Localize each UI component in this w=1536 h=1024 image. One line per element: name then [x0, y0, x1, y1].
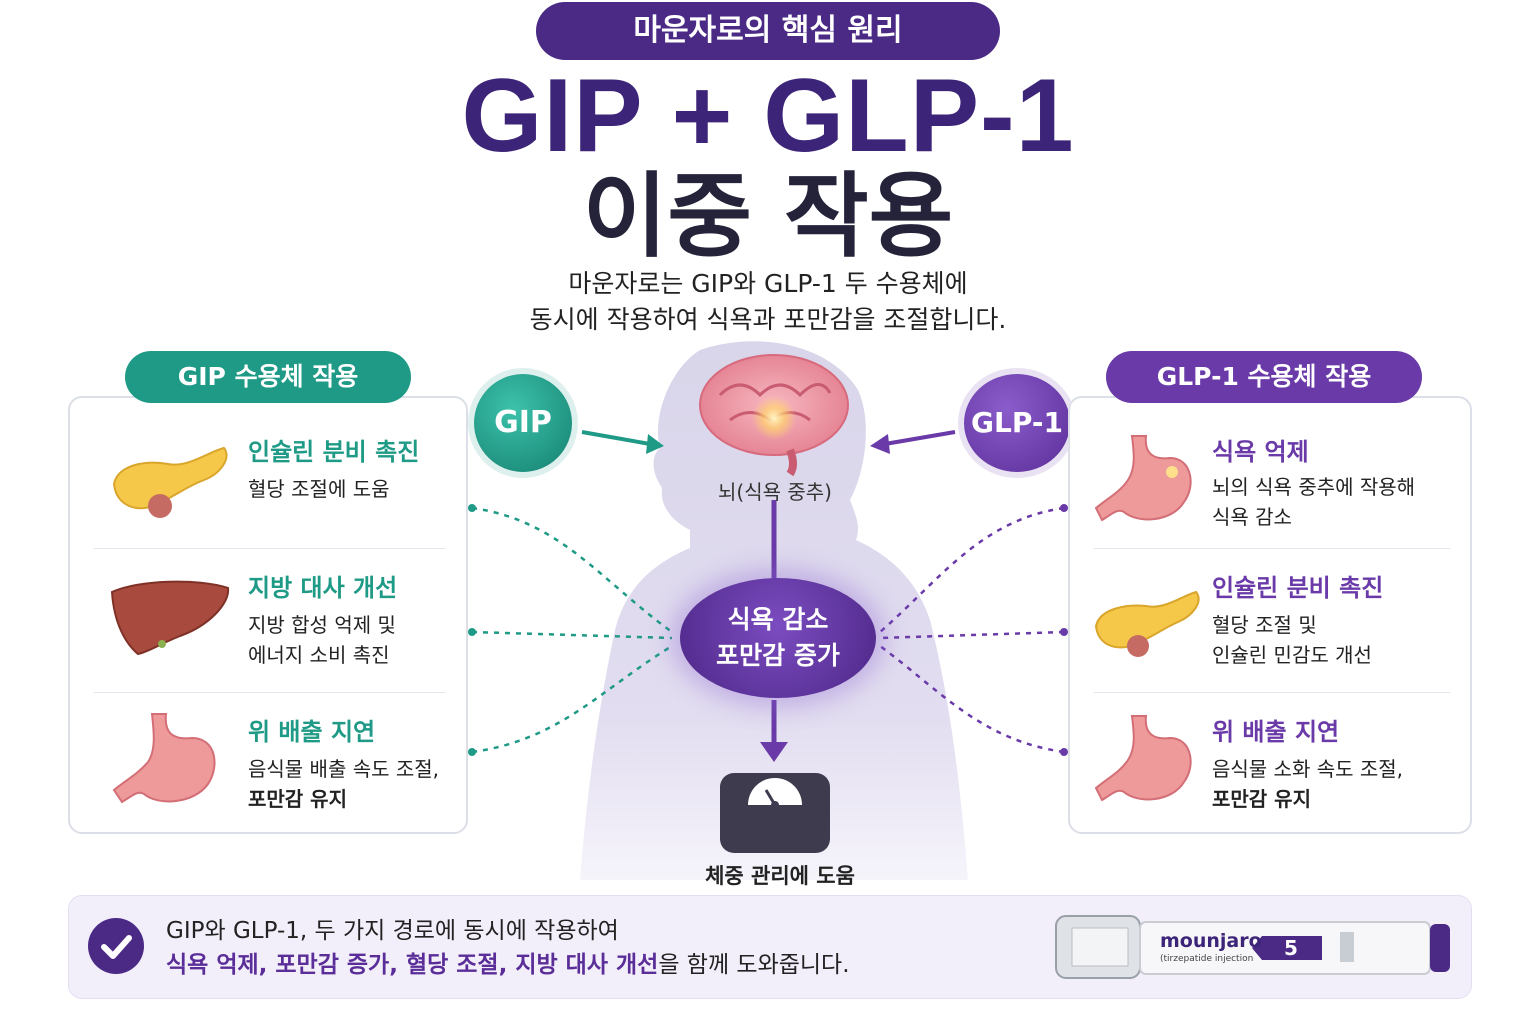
pen-subtitle: (tirzepatide injection	[1160, 954, 1254, 964]
gip-panel-title: GIP 수용체 작용	[125, 351, 411, 403]
glp1-panel: 식욕 억제 뇌의 식욕 중추에 작용해 식욕 감소 인슐린 분비 촉진 혈당 조…	[1068, 396, 1472, 834]
gip-item2-text2: 에너지 소비 촉진	[248, 643, 390, 667]
gip-item2-text1: 지방 합성 억제 및	[248, 613, 396, 637]
gip-item1-text: 혈당 조절에 도움	[248, 477, 390, 501]
hub-line2: 포만감 증가	[716, 641, 840, 670]
pen-dose: 5	[1284, 936, 1298, 960]
effect-hub: 식욕 감소 포만감 증가	[680, 578, 876, 698]
glp-item3-text1: 음식물 소화 속도 조절,	[1212, 757, 1404, 781]
pen-brand: mounjaro	[1160, 930, 1262, 952]
page-title-line2: 이중 작용	[582, 163, 954, 270]
glp-item1-heading: 식욕 억제	[1212, 438, 1309, 466]
glp1-panel-title: GLP-1 수용체 작용	[1106, 351, 1422, 403]
scale-icon	[720, 773, 830, 853]
injection-pen-image: mounjaro (tirzepatide injection 5	[1052, 906, 1456, 990]
scale-label: 체중 관리에 도움	[705, 864, 855, 888]
glp-item2-text1: 혈당 조절 및	[1212, 613, 1317, 637]
glp-item3-text2: 포만감 유지	[1212, 787, 1311, 811]
subtitle-line1: 마운자로는 GIP와 GLP-1 두 수용체에	[568, 269, 968, 298]
gip-item3-text1: 음식물 배출 속도 조절,	[248, 757, 440, 781]
stomach-icon	[1092, 712, 1202, 812]
gip-item3-heading: 위 배출 지연	[248, 718, 376, 746]
glp-item1-text1: 뇌의 식욕 중추에 작용해	[1212, 475, 1416, 499]
stomach-icon	[108, 710, 232, 814]
glp-item2-text2: 인슐린 민감도 개선	[1212, 643, 1372, 667]
liver-icon	[108, 574, 232, 662]
gip-item1-heading: 인슐린 분비 촉진	[248, 438, 420, 466]
summary-highlight: 식욕 억제, 포만감 증가, 혈당 조절, 지방 대사 개선	[166, 952, 659, 978]
gip-panel: 인슐린 분비 촉진 혈당 조절에 도움 지방 대사 개선 지방 합성 억제 및 …	[68, 396, 468, 834]
pancreas-icon	[1092, 578, 1202, 662]
glp1-badge: GLP-1	[964, 374, 1070, 472]
divider	[1094, 548, 1450, 549]
gip-item3-text2: 포만감 유지	[248, 787, 347, 811]
pancreas-icon	[108, 434, 232, 522]
gip-badge: GIP	[474, 374, 572, 472]
page-title: GIP + GLP-1	[461, 58, 1075, 174]
hub-line1: 식욕 감소	[727, 605, 829, 634]
stomach-icon	[1092, 432, 1202, 532]
divider	[1094, 692, 1450, 693]
check-icon	[88, 918, 144, 974]
page-subtitle: 마운자로는 GIP와 GLP-1 두 수용체에 동시에 작용하여 식욕과 포만감…	[0, 266, 1536, 338]
glp-item2-heading: 인슐린 분비 촉진	[1212, 574, 1384, 602]
divider	[94, 692, 446, 693]
glp-item1-text2: 식욕 감소	[1212, 505, 1292, 529]
divider	[94, 548, 446, 549]
summary-line1: GIP와 GLP-1, 두 가지 경로에 동시에 작용하여	[166, 918, 619, 944]
glp-item3-heading: 위 배출 지연	[1212, 718, 1340, 746]
summary-rest: 을 함께 도와줍니다.	[658, 952, 850, 978]
brain-label: 뇌(식욕 중추)	[718, 480, 832, 504]
header-pill: 마운자로의 핵심 원리	[536, 2, 1000, 60]
subtitle-line2: 동시에 작용하여 식욕과 포만감을 조절합니다.	[529, 305, 1007, 334]
gip-item2-heading: 지방 대사 개선	[248, 574, 398, 602]
summary-line2: 식욕 억제, 포만감 증가, 혈당 조절, 지방 대사 개선을 함께 도와줍니다…	[166, 948, 850, 982]
